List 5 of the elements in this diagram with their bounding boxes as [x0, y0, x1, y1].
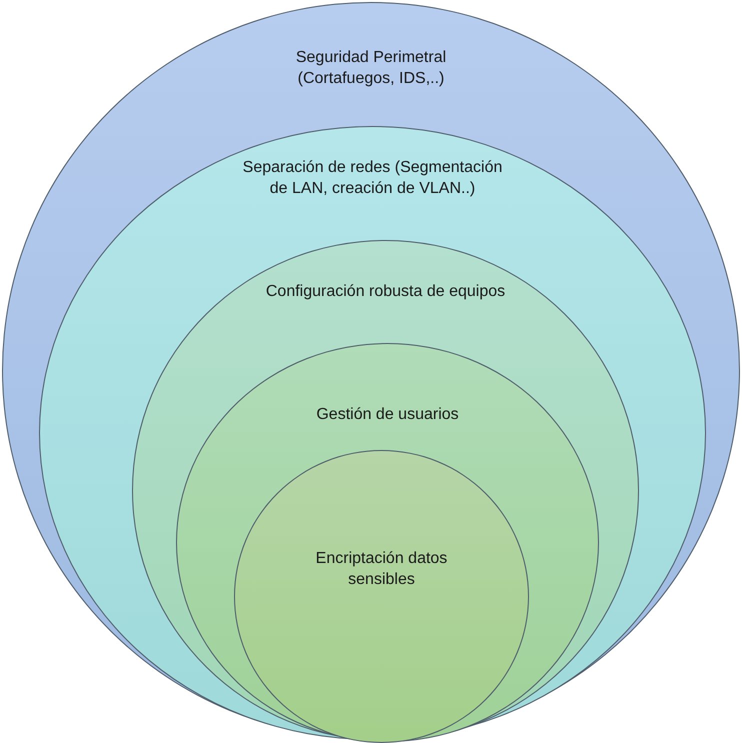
layer-label: Gestión de usuarios — [315, 405, 460, 425]
layer-label: Configuración robusta de equipos — [266, 282, 506, 302]
layer-label: Encriptación datos sensibles — [314, 549, 448, 590]
layer-label: Seguridad Perimetral (Cortafuegos, IDS,..) — [294, 48, 448, 89]
layer-label: Separación de redes (Segmentación de LAN, creación de VLAN..) — [242, 158, 502, 199]
